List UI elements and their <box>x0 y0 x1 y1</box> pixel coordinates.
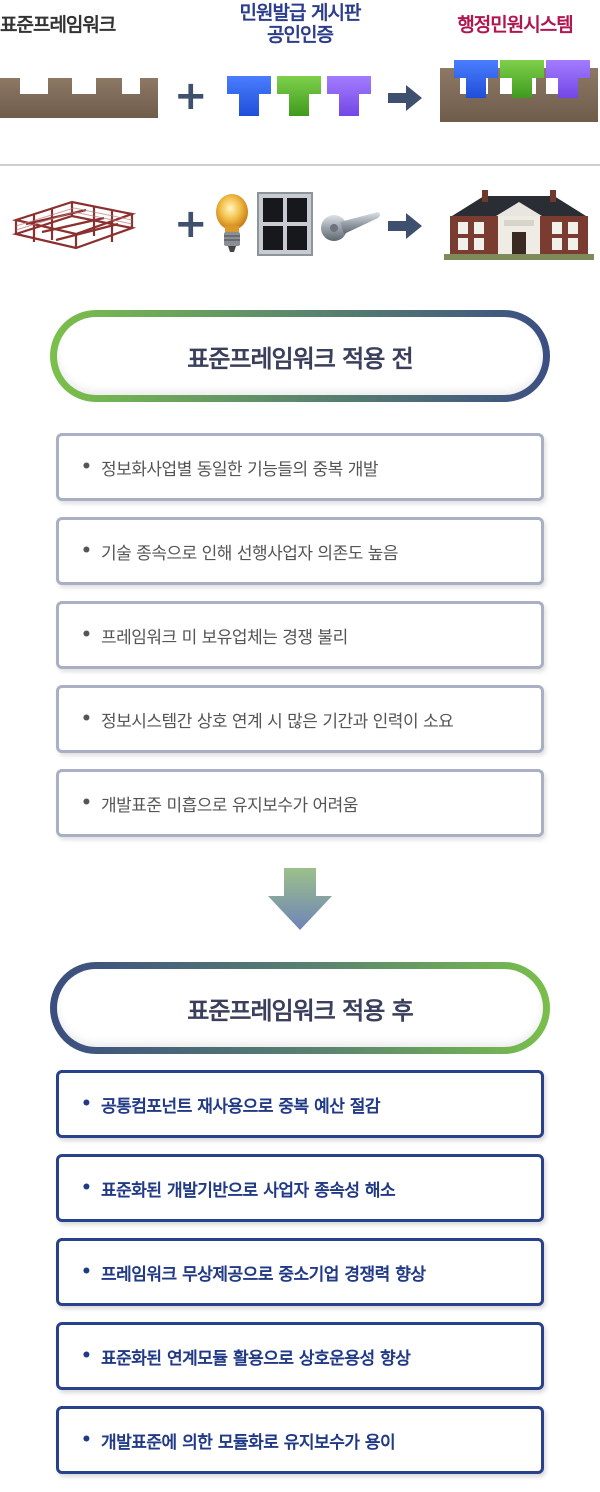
system-label: 행정민원시스템 <box>457 14 573 36</box>
before-item-2-text: 기술 종속으로 인해 선행사업자 의존도 높음 <box>101 543 399 564</box>
plus-symbol-2: + <box>174 201 208 247</box>
door-handle-icon <box>321 212 380 241</box>
down-arrow-icon <box>268 868 332 930</box>
component-pieces-icon <box>227 76 371 116</box>
right-arrow-icon-2 <box>388 213 422 239</box>
right-arrow-icon <box>388 85 422 111</box>
window-icon <box>257 192 313 256</box>
after-item-2: • 표준화된 개발기반으로 사업자 종속성 해소 <box>56 1154 544 1222</box>
before-item-5: • 개발표준 미흡으로 유지보수가 어려움 <box>56 769 544 837</box>
after-item-3: • 프레임워크 무상제공으로 중소기업 경쟁력 향상 <box>56 1238 544 1306</box>
bullet: • <box>81 457 92 477</box>
before-item-3: • 프레임워크 미 보유업체는 경쟁 불리 <box>56 601 544 669</box>
after-item-1-text: 공통컴포넌트 재사용으로 중복 예산 절감 <box>101 1096 381 1117</box>
after-item-5: • 개발표준에 의한 모듈화로 유지보수가 용이 <box>56 1406 544 1474</box>
steel-frame-icon <box>12 200 136 250</box>
after-item-1: • 공통컴포넌트 재사용으로 중복 예산 절감 <box>56 1070 544 1138</box>
after-section-title: 표준프레임워크 적용 후 <box>187 996 414 1025</box>
after-item-2-text: 표준화된 개발기반으로 사업자 종속성 해소 <box>101 1180 396 1201</box>
framework-label: 표준프레임워크 <box>0 14 116 36</box>
framework-base-icon <box>0 78 158 118</box>
before-section-header: 표준프레임워크 적용 전 <box>50 310 550 402</box>
after-item-5-text: 개발표준에 의한 모듈화로 유지보수가 용이 <box>101 1432 396 1453</box>
before-item-4: • 정보시스템간 상호 연계 시 많은 기간과 인력이 소요 <box>56 685 544 753</box>
public-service-label-line1: 민원발급 게시판 <box>239 2 362 24</box>
public-service-label-line2: 공인인증 <box>267 24 334 46</box>
before-item-4-text: 정보시스템간 상호 연계 시 많은 기간과 인력이 소요 <box>101 711 454 732</box>
before-item-1: • 정보화사업별 동일한 기능들의 중복 개발 <box>56 433 544 501</box>
before-item-3-text: 프레임워크 미 보유업체는 경쟁 불리 <box>101 627 348 648</box>
bullet: • <box>81 1262 92 1282</box>
bullet: • <box>81 541 92 561</box>
section-divider <box>0 164 600 166</box>
assembled-system-icon <box>440 60 598 122</box>
before-item-5-text: 개발표준 미흡으로 유지보수가 어려움 <box>101 795 358 816</box>
after-item-4-text: 표준화된 연계모듈 활용으로 상호운용성 향상 <box>101 1348 411 1369</box>
plus-symbol: + <box>174 73 208 119</box>
after-item-3-text: 프레임워크 무상제공으로 중소기업 경쟁력 향상 <box>101 1264 426 1285</box>
light-bulb-icon <box>216 194 248 252</box>
before-item-1-text: 정보화사업별 동일한 기능들의 중복 개발 <box>101 459 379 480</box>
after-item-4: • 표준화된 연계모듈 활용으로 상호운용성 향상 <box>56 1322 544 1390</box>
mansion-icon <box>444 190 594 260</box>
bullet: • <box>81 625 92 645</box>
before-section-header-inner: 표준프레임워크 적용 전 <box>57 317 543 395</box>
after-section-header-inner: 표준프레임워크 적용 후 <box>57 969 543 1047</box>
public-service-label: 민원발급 게시판 공인인증 <box>205 2 395 46</box>
bullet: • <box>81 1346 92 1366</box>
before-section-title: 표준프레임워크 적용 전 <box>187 344 414 373</box>
bullet: • <box>81 1178 92 1198</box>
bullet: • <box>81 1430 92 1450</box>
after-section-header: 표준프레임워크 적용 후 <box>50 962 550 1054</box>
bullet: • <box>81 793 92 813</box>
before-item-2: • 기술 종속으로 인해 선행사업자 의존도 높음 <box>56 517 544 585</box>
bullet: • <box>81 709 92 729</box>
bullet: • <box>81 1094 92 1114</box>
